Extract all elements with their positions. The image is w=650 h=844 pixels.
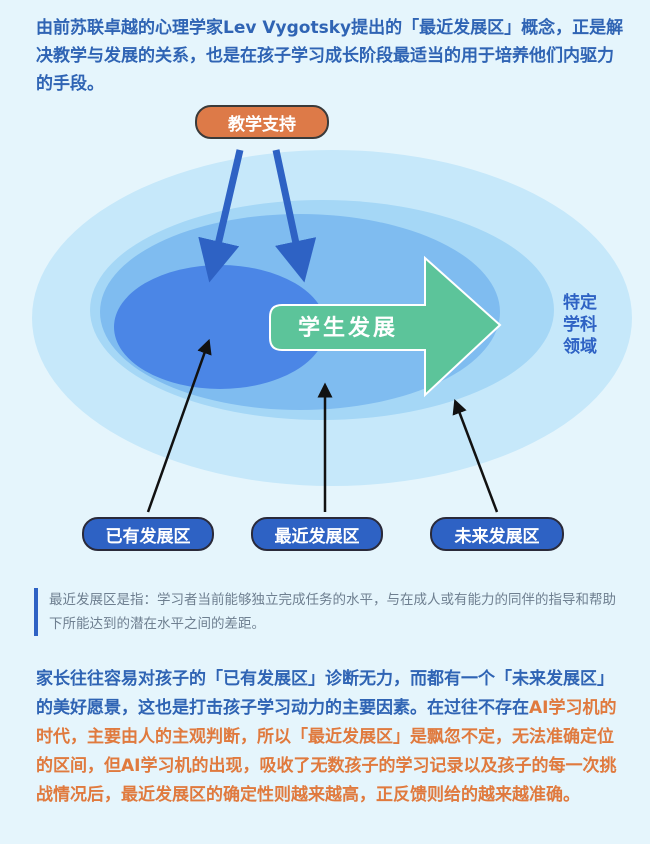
future-zone-pointer — [452, 398, 499, 513]
student-development-label: 学生发展 — [298, 316, 399, 341]
existing-zone-ellipse — [114, 265, 326, 389]
intro-text: 由前苏联卓越的心理学家Lev Vygotsky提出的「最近发展区」概念，正是解决… — [36, 18, 624, 94]
paragraph-blue-text: 家长往往容易对孩子的「已有发展区」诊断无力，而都有一个「未来发展区」的美好愿景，… — [36, 669, 614, 718]
existing-zone-label: 已有发展区 — [82, 517, 214, 551]
support-arrow-left — [198, 149, 244, 283]
body-paragraph: 家长往往容易对孩子的「已有发展区」诊断无力，而都有一个「未来发展区」的美好愿景，… — [36, 665, 626, 810]
proximal-zone-label: 最近发展区 — [251, 517, 383, 551]
future-zone-label: 未来发展区 — [430, 517, 564, 551]
paragraph-orange-text: AI学习机的时代，主要由人的主观判断，所以「最近发展区」是飘忽不定，无法准确定位… — [36, 698, 617, 805]
specific-domain-label: 特定学科领域 — [563, 293, 597, 357]
development-arrow — [269, 255, 502, 398]
teaching-support-label: 教学支持 — [195, 105, 329, 139]
definition-quote: 最近发展区是指：学习者当前能够独立完成任务的水平，与在成人或有能力的同伴的指导和… — [34, 588, 629, 636]
existing-zone-pointer — [146, 338, 212, 513]
zpd-diagram — [32, 149, 632, 513]
support-arrow-right — [272, 149, 317, 283]
